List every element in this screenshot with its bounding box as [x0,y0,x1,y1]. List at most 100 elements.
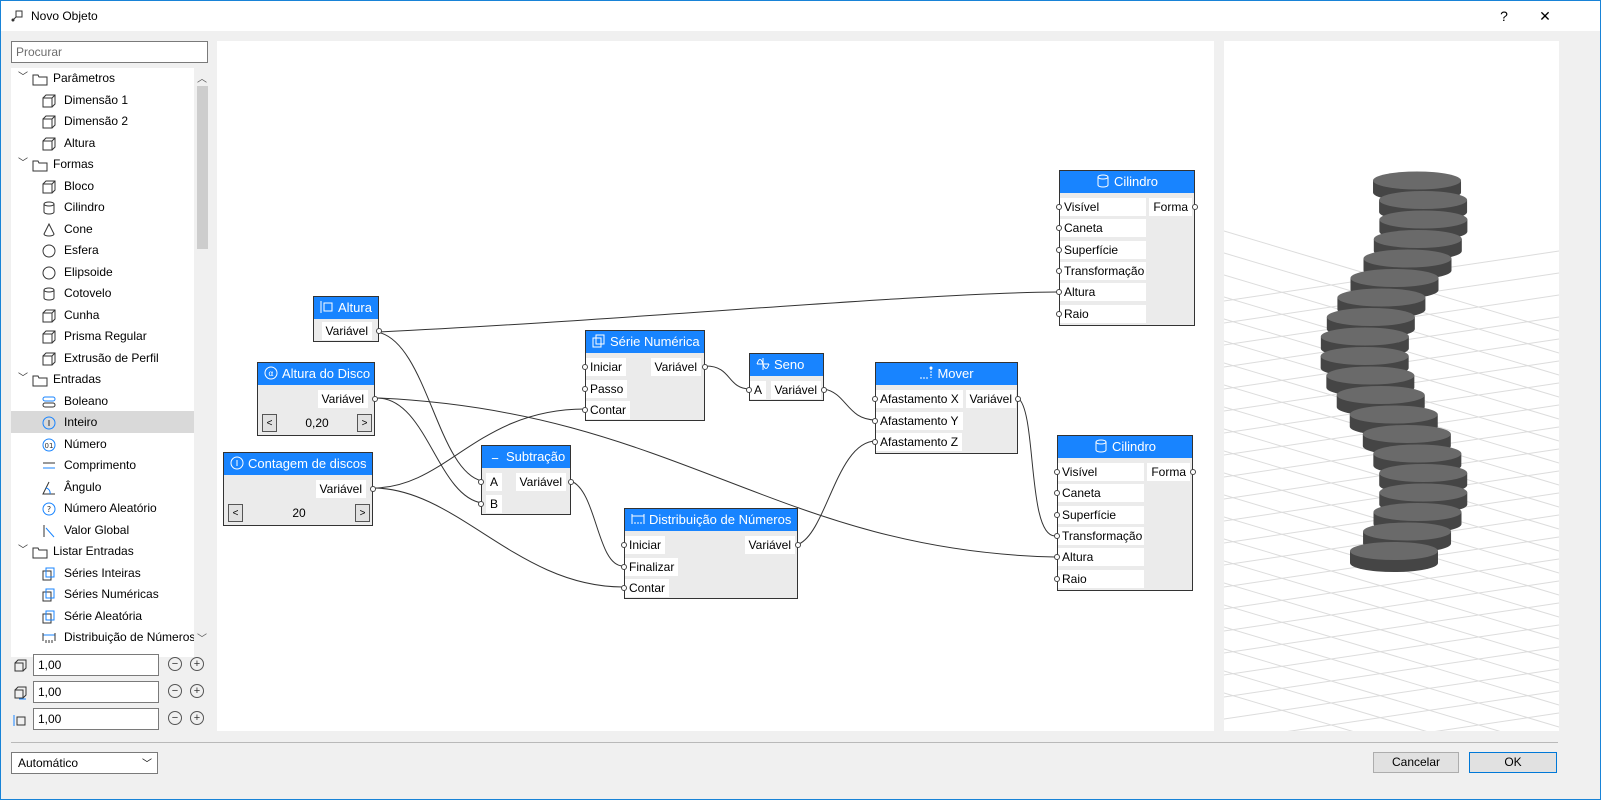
input-pin[interactable] [621,542,627,548]
input-pin[interactable] [1056,225,1062,231]
3d-preview[interactable] [1224,41,1559,731]
increment-button[interactable]: > [355,504,370,522]
output-pin[interactable] [370,486,376,492]
node-distribuicao-de-numeros[interactable]: Distribuição de Números Iniciar Finaliza… [621,508,801,599]
tree-item[interactable]: Ângulo [11,476,194,498]
dimension-2-plus-button[interactable]: + [190,684,204,698]
input-pin[interactable] [1056,204,1062,210]
input-pin[interactable] [1056,268,1062,274]
scroll-up-icon[interactable]: ︿ [197,74,207,85]
output-pin[interactable] [372,396,378,402]
tree-item[interactable]: Séries Inteiras [11,562,194,584]
node-contagem-de-discos[interactable]: Contagem de discos Variável < 20 > [223,452,376,526]
node-subtracao[interactable]: −Subtração A B Variável [478,445,574,515]
tree-item[interactable]: ?Número Aleatório [11,497,194,519]
height-minus-button[interactable]: − [168,711,182,725]
tree-item[interactable]: Extrusão de Perfil [11,347,194,369]
node-cilindro-2[interactable]: Cilindro Visível Caneta Superfície Trans… [1054,435,1196,591]
chevron-down-icon[interactable]: ﹀ [18,373,28,384]
scroll-thumb[interactable] [197,86,208,249]
tree-item[interactable]: Distribuição de Números [11,626,195,648]
close-button[interactable]: ✕ [1539,8,1551,24]
tree-item[interactable]: Altura [11,132,194,154]
input-pin[interactable] [1056,247,1062,253]
node-mover[interactable]: Mover Afastamento X Afastamento Y Afasta… [872,362,1021,454]
node-serie-numerica[interactable]: Série Numérica Iniciar Passo Contar Vari… [582,330,708,421]
tree-item[interactable]: Cone [11,218,194,240]
tree-item[interactable]: ﹀Parâmetros [11,68,194,89]
node-cilindro-1[interactable]: Cilindro Visível Caneta Superfície Trans… [1056,170,1198,326]
output-pin[interactable] [1190,469,1196,475]
search-input[interactable]: Procurar [11,41,208,63]
input-pin[interactable] [478,479,484,485]
chevron-down-icon[interactable]: ﹀ [18,158,28,169]
tree-item[interactable]: Elipsoide [11,261,194,283]
input-pin[interactable] [872,439,878,445]
scroll-down-icon[interactable]: ﹀ [197,634,207,645]
node-seno[interactable]: Seno A Variável [746,353,827,401]
tree-item[interactable]: Prisma Regular [11,325,194,347]
node-header[interactable]: Altura [314,297,378,319]
tree-item[interactable]: Série Aleatória [11,605,194,627]
input-pin[interactable] [872,396,878,402]
tree-item[interactable]: Inteiro [11,411,194,433]
dimension-2-minus-button[interactable]: − [168,684,182,698]
node-header[interactable]: Distribuição de Números [625,509,797,531]
node-header[interactable]: Série Numérica [586,331,704,353]
node-header[interactable]: Cilindro [1060,171,1194,193]
input-pin[interactable] [1056,289,1062,295]
node-header[interactable]: Cilindro [1058,436,1192,458]
input-pin[interactable] [582,364,588,370]
output-pin[interactable] [376,328,382,334]
node-header[interactable]: Mover [876,363,1017,385]
help-button[interactable]: ? [1500,8,1508,24]
tree-item[interactable]: ﹀Listar Entradas [11,540,194,562]
tree-item[interactable]: Valor Global [11,519,194,541]
chevron-down-icon[interactable]: ﹀ [18,72,28,83]
tree-item[interactable]: Dimensão 2 [11,110,194,132]
output-pin[interactable] [795,542,801,548]
input-pin[interactable] [621,564,627,570]
cancel-button[interactable]: Cancelar [1373,752,1459,773]
node-altura[interactable]: Altura Variável [313,296,382,342]
input-pin[interactable] [1054,554,1060,560]
tree-item[interactable]: Cotovelo [11,282,194,304]
tree-item[interactable]: ﹀Formas [11,153,194,175]
chevron-down-icon[interactable]: ﹀ [18,545,28,556]
input-pin[interactable] [1054,469,1060,475]
mode-select[interactable]: Automático ﹀ [11,752,158,774]
dimension-2-field[interactable]: 1,00 [33,681,159,703]
tree-item[interactable]: Séries Numéricas [11,583,194,605]
node-header[interactable]: Seno [750,354,823,376]
output-pin[interactable] [702,364,708,370]
input-pin[interactable] [1054,512,1060,518]
output-pin[interactable] [568,479,574,485]
node-header[interactable]: Contagem de discos [224,453,372,475]
input-pin[interactable] [582,407,588,413]
node-header[interactable]: −Subtração [482,446,570,468]
input-pin[interactable] [1054,576,1060,582]
decrement-button[interactable]: < [262,414,277,432]
stepper-value[interactable]: 0,20 [305,416,329,430]
input-pin[interactable] [746,387,752,393]
input-pin[interactable] [1056,311,1062,317]
dimension-1-minus-button[interactable]: − [168,657,182,671]
input-pin[interactable] [582,386,588,392]
dimension-1-plus-button[interactable]: + [190,657,204,671]
tree-item[interactable]: Boleano [11,390,194,412]
dimension-1-field[interactable]: 1,00 [33,654,159,676]
input-pin[interactable] [621,585,627,591]
input-pin[interactable] [1054,533,1060,539]
input-pin[interactable] [478,501,484,507]
tree-item[interactable]: Dimensão 1 [11,89,194,111]
height-field[interactable]: 1,00 [33,708,159,730]
tree-item[interactable]: ﹀Entradas [11,368,194,390]
input-pin[interactable] [1054,490,1060,496]
tree-item[interactable]: Bloco [11,175,194,197]
ok-button[interactable]: OK [1469,752,1557,773]
tree-item[interactable]: Cilindro [11,196,194,218]
